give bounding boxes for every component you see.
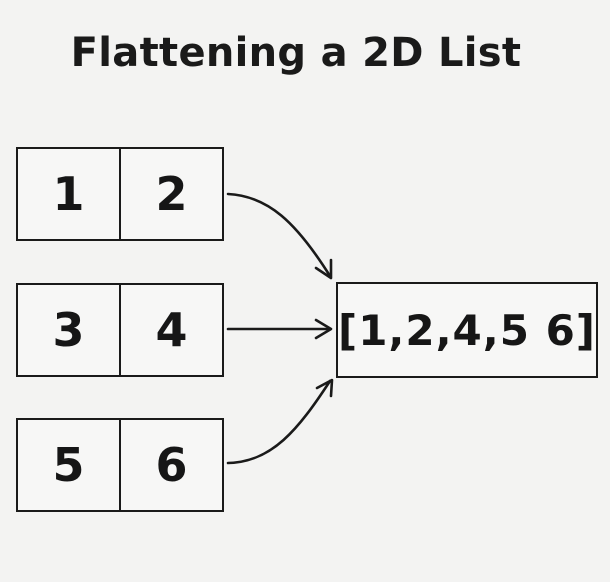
- list-cell: 6: [119, 420, 222, 510]
- arrow-row-1: [226, 192, 332, 278]
- arrowhead-row-3: [315, 378, 334, 398]
- list-row-2: 3 4: [16, 283, 224, 377]
- arrowhead-row-2: [314, 318, 333, 340]
- list-cell: 5: [52, 438, 85, 492]
- list-cell: 3: [52, 303, 85, 357]
- list-cell: 4: [119, 285, 222, 375]
- list-row-1: 1 2: [16, 147, 224, 241]
- arrowhead-row-1: [314, 258, 333, 280]
- list-cell: 1: [52, 167, 85, 221]
- flattened-result: [1,2,4,5 6]: [336, 282, 598, 378]
- list-cell: 2: [119, 149, 222, 239]
- arrow-row-3: [226, 379, 332, 465]
- diagram-title: Flattening a 2D List: [70, 30, 522, 76]
- list-row-3: 5 6: [16, 418, 224, 512]
